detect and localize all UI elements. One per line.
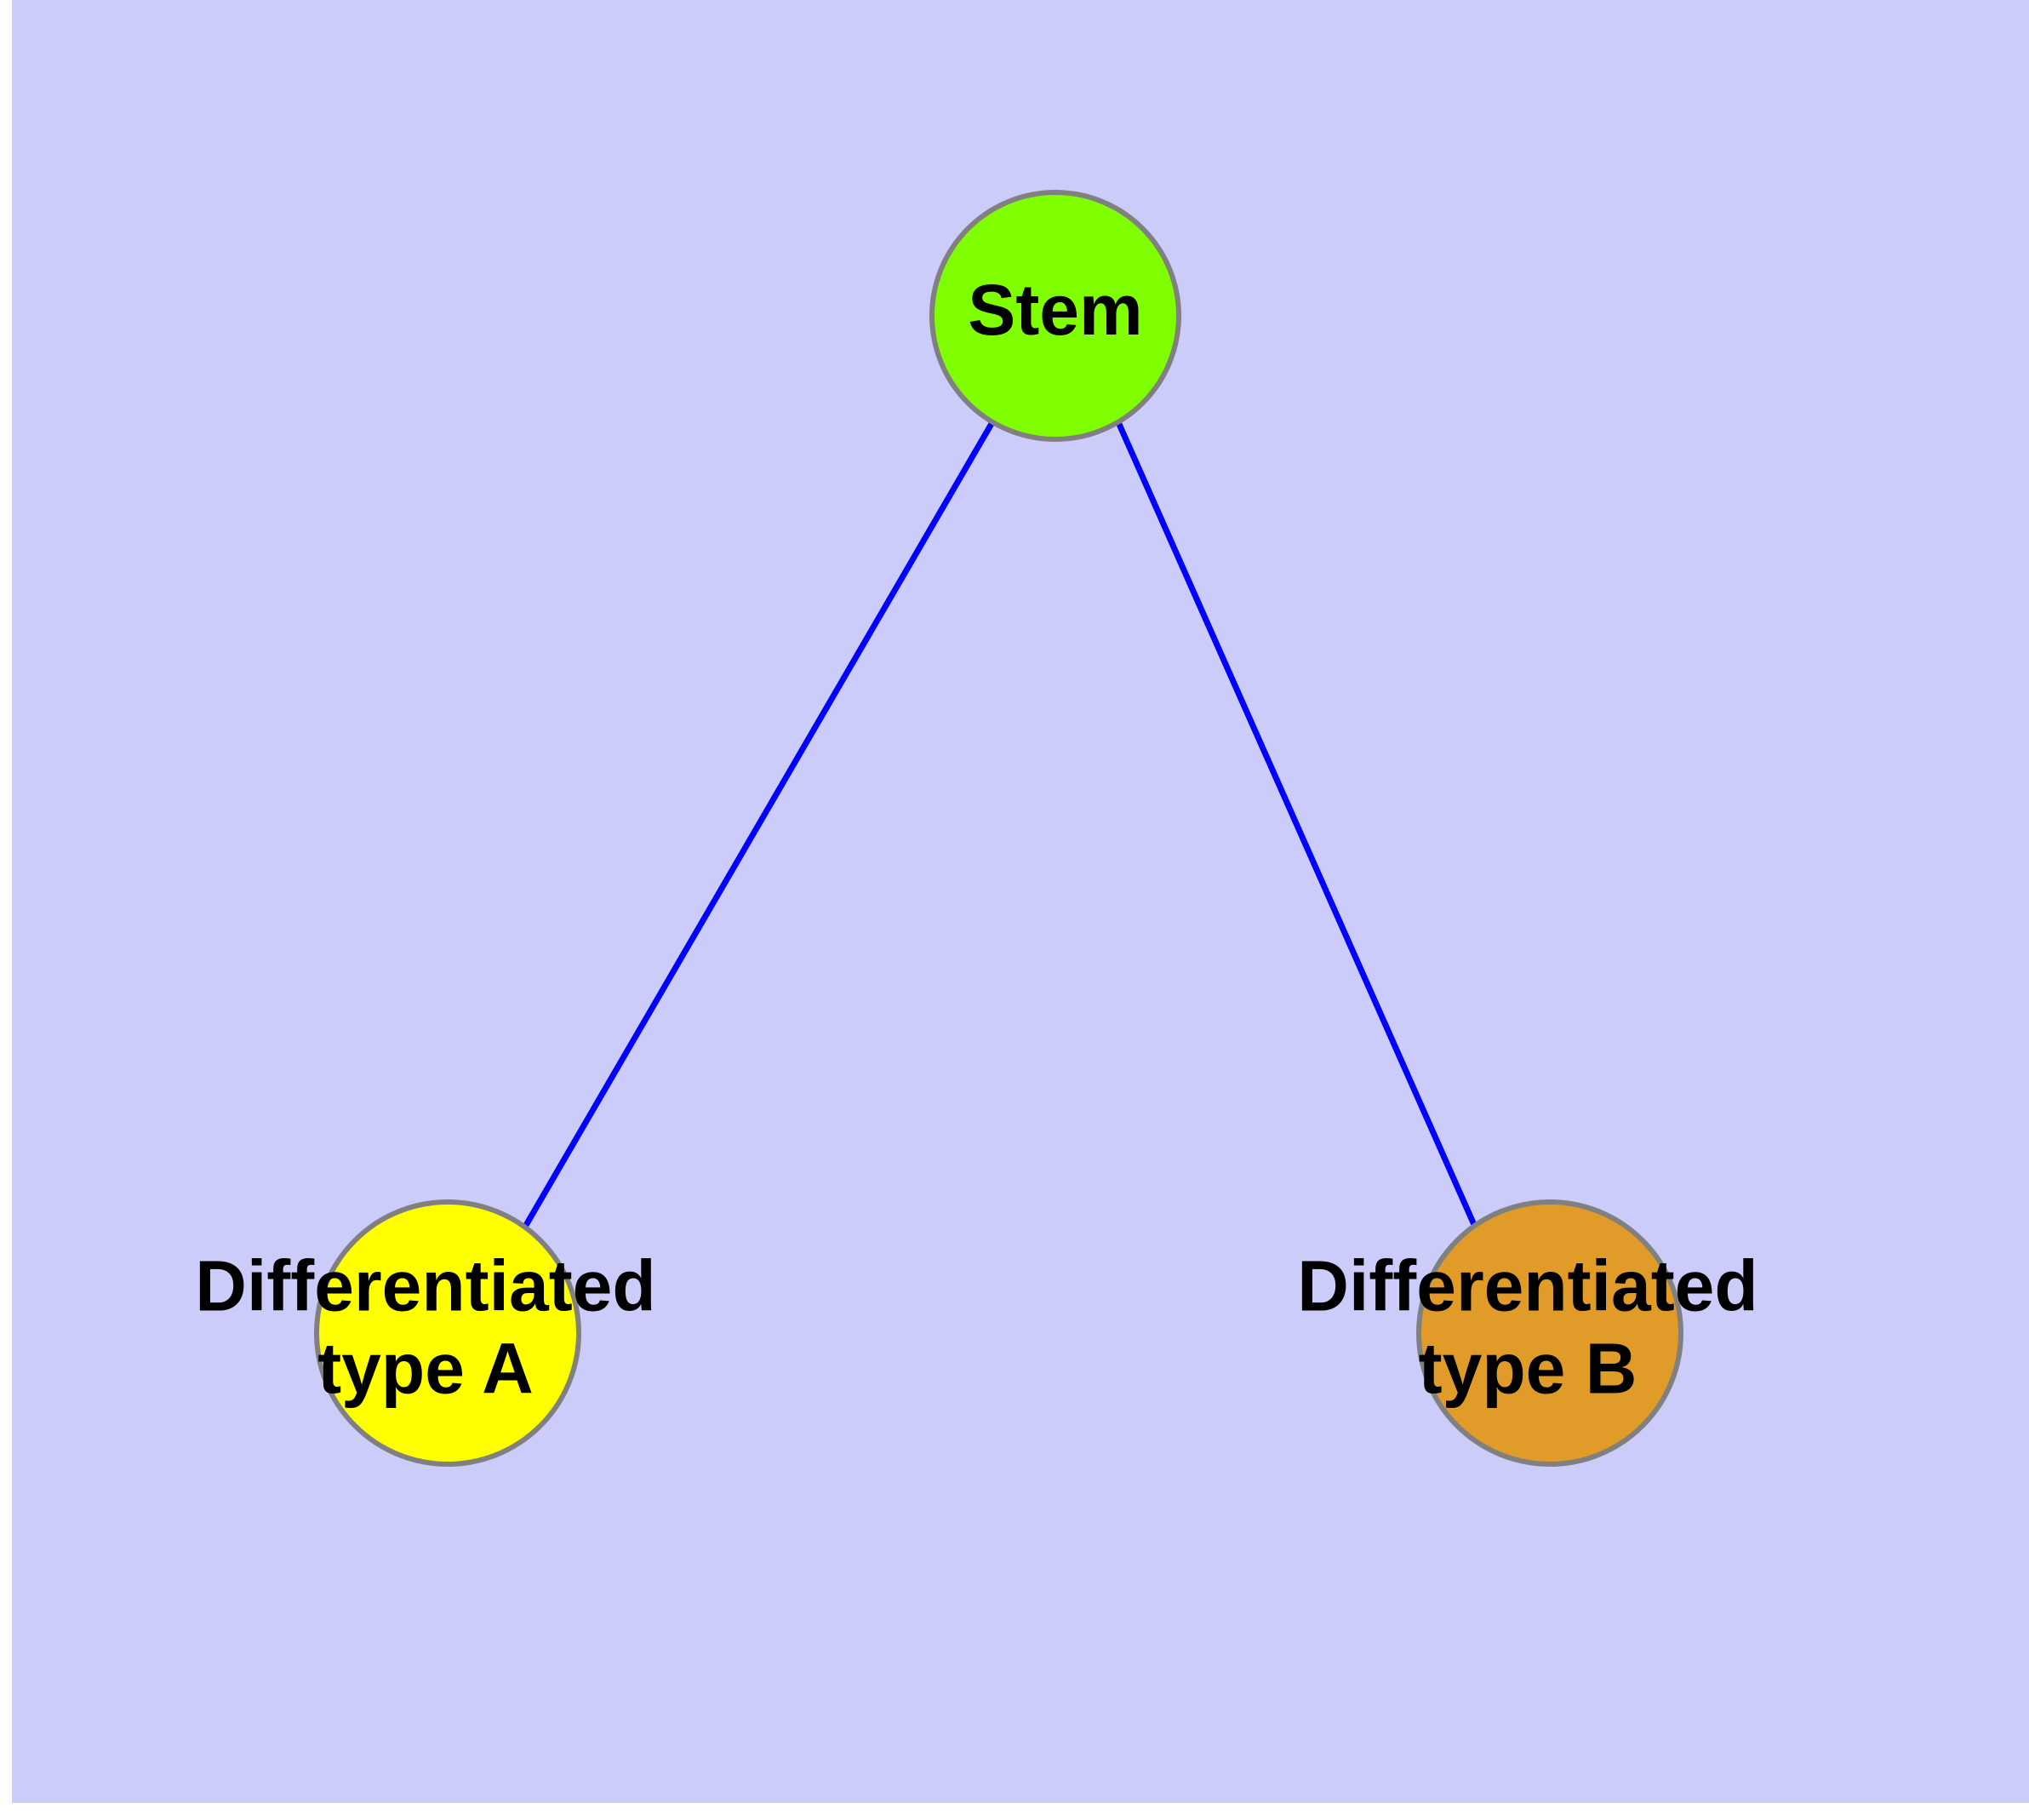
nodes-layer (314, 190, 1683, 1467)
edges-layer (522, 421, 1478, 1228)
graph-node-label-line: Differentiated (195, 1245, 655, 1325)
graph-edge-stem-to-diff-b[interactable] (1115, 421, 1478, 1228)
graph-node-label-line: type B (1419, 1329, 1637, 1409)
graph-node-label-stem: Stem (968, 270, 1142, 350)
graph-node-stem[interactable] (929, 190, 1181, 442)
graph-node-diff-a[interactable] (314, 1199, 581, 1467)
graph-node-label-line: Differentiated (1297, 1245, 1758, 1325)
graph-node-diff-b[interactable] (1416, 1199, 1683, 1467)
graph-node-label-line: Stem (968, 270, 1142, 350)
graph-node-label-line: type A (317, 1329, 534, 1409)
graph-edge-stem-to-diff-a[interactable] (522, 421, 996, 1228)
